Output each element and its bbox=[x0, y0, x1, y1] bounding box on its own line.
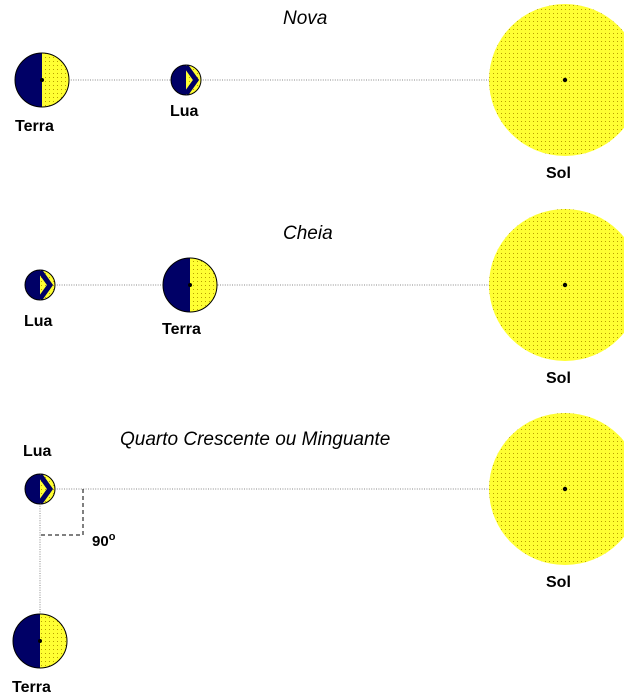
earth-label: Terra bbox=[12, 679, 51, 696]
earth-outline bbox=[12, 613, 68, 669]
earth bbox=[162, 257, 218, 313]
panel-quarter-moon: Quarto Crescente ou Minguante 90o Sol Lu… bbox=[12, 413, 624, 696]
sun-center-dot bbox=[562, 486, 568, 492]
sun bbox=[489, 413, 624, 565]
sun-label: Sol bbox=[546, 370, 571, 387]
right-angle-marker bbox=[40, 489, 84, 536]
sun bbox=[489, 4, 624, 156]
earth-night-side bbox=[163, 258, 190, 312]
moon-outline bbox=[24, 269, 56, 301]
moon-label: Lua bbox=[24, 313, 53, 330]
right-angle-dashes bbox=[40, 489, 84, 536]
earth-label: Terra bbox=[162, 321, 201, 338]
sun-label: Sol bbox=[546, 165, 571, 182]
moon bbox=[170, 64, 202, 96]
earth bbox=[12, 613, 68, 669]
moon-terminator bbox=[37, 269, 54, 301]
moon-outline bbox=[24, 473, 56, 505]
moon-night-side bbox=[171, 65, 186, 95]
earth-night-side bbox=[15, 53, 42, 107]
earth bbox=[14, 52, 70, 108]
panel-title: Nova bbox=[283, 8, 327, 29]
sun-center-dot bbox=[562, 282, 568, 288]
moon-label: Lua bbox=[23, 443, 52, 460]
moon-outline bbox=[170, 64, 202, 96]
earth-label: Terra bbox=[15, 118, 54, 135]
moon-night-side bbox=[25, 474, 40, 504]
moon-terminator bbox=[183, 64, 200, 96]
moon-label: Lua bbox=[170, 103, 199, 120]
earth-outline bbox=[162, 257, 218, 313]
earth-center-dot bbox=[40, 78, 44, 82]
moon bbox=[24, 473, 56, 505]
sun-disk bbox=[489, 209, 624, 361]
sun-disk bbox=[489, 413, 624, 565]
moon bbox=[24, 269, 56, 301]
panel-title: Cheia bbox=[283, 223, 333, 244]
earth-night-side bbox=[13, 614, 40, 668]
moon-night-side bbox=[25, 270, 40, 300]
angle-label: 90o bbox=[92, 531, 116, 550]
panel-new-moon: Nova Sol Terra Lua bbox=[14, 4, 624, 182]
earth-outline bbox=[14, 52, 70, 108]
sun-disk bbox=[489, 4, 624, 156]
panel-full-moon: Cheia Sol Lua Terra bbox=[24, 209, 624, 387]
earth-center-dot bbox=[38, 639, 42, 643]
sun bbox=[489, 209, 624, 361]
sun-label: Sol bbox=[546, 574, 571, 591]
panel-title: Quarto Crescente ou Minguante bbox=[120, 429, 390, 450]
earth-center-dot bbox=[188, 283, 192, 287]
moon-terminator bbox=[37, 473, 54, 505]
sun-center-dot bbox=[562, 77, 568, 83]
